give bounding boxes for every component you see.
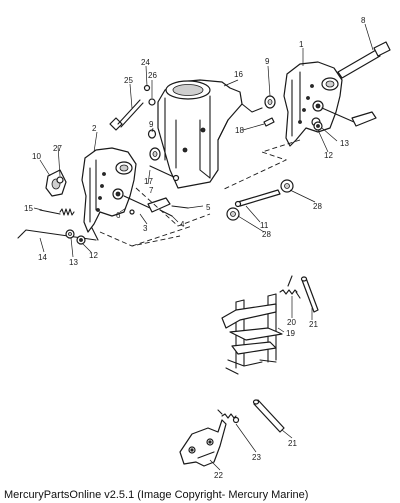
callout-28-lower: 28 — [262, 230, 271, 239]
callout-25: 25 — [124, 76, 133, 85]
spring-15 — [39, 208, 75, 216]
callout-11: 11 — [260, 221, 269, 230]
spring-20 — [279, 275, 301, 299]
pin-17 — [149, 165, 177, 179]
callout-17: 17 — [144, 177, 153, 186]
callout-22: 22 — [214, 471, 223, 480]
callout-10: 10 — [32, 152, 41, 161]
callout-12-left: 12 — [89, 251, 98, 260]
pin-21-lower — [252, 399, 285, 433]
bracket-assembly-19 — [221, 293, 283, 375]
callout-27: 27 — [53, 144, 62, 153]
washer-26 — [148, 98, 156, 106]
callout-13-left: 13 — [69, 258, 78, 267]
callout-28-upper: 28 — [313, 202, 322, 211]
assembly-guide-lines — [99, 139, 301, 247]
callout-16: 16 — [234, 70, 243, 79]
leader-lines — [33, 23, 374, 471]
copyright-footer: MercuryPartsOnline v2.5.1 (Image Copyrig… — [4, 489, 309, 501]
pin-21-upper — [300, 276, 319, 313]
callout-26: 26 — [148, 71, 157, 80]
bracket-22 — [179, 419, 227, 467]
spring-23 — [217, 409, 240, 424]
callout-4: 4 — [180, 220, 185, 229]
callout-15: 15 — [24, 204, 33, 213]
callout-21-upper: 21 — [309, 320, 318, 329]
eyelet-10 — [45, 169, 67, 197]
callout-9-right: 9 — [265, 57, 270, 66]
pin-24 — [143, 84, 151, 92]
pin-18 — [263, 117, 275, 127]
callout-23: 23 — [252, 453, 261, 462]
callout-6: 6 — [116, 211, 121, 220]
callout-13-right: 13 — [340, 139, 349, 148]
callout-19: 19 — [286, 329, 295, 338]
callout-3: 3 — [143, 224, 148, 233]
callout-2: 2 — [92, 124, 97, 133]
washer-9-left — [147, 129, 157, 139]
washer-27 — [56, 176, 64, 184]
part-3 — [129, 209, 135, 215]
long-bolt — [337, 41, 391, 79]
callout-numbers: 1 2 3 4 5 6 7 8 9 9 10 11 12 12 13 13 14… — [24, 16, 366, 480]
callout-5: 5 — [206, 203, 211, 212]
callout-1: 1 — [299, 40, 304, 49]
bolt-25 — [109, 99, 144, 131]
pin-5 — [171, 205, 189, 209]
callout-20: 20 — [287, 318, 296, 327]
callout-21-lower: 21 — [288, 439, 297, 448]
callout-9-left: 9 — [149, 120, 154, 129]
callout-7: 7 — [149, 186, 154, 195]
callout-24: 24 — [141, 58, 150, 67]
tilt-tube-11 — [234, 189, 281, 208]
callout-18: 18 — [235, 126, 244, 135]
callout-8: 8 — [361, 16, 366, 25]
swivel-bracket — [157, 79, 263, 189]
right-clamp-bracket — [283, 61, 343, 147]
callout-12-right: 12 — [324, 151, 333, 160]
left-clamp-bracket — [81, 147, 137, 241]
callout-14: 14 — [38, 253, 47, 262]
